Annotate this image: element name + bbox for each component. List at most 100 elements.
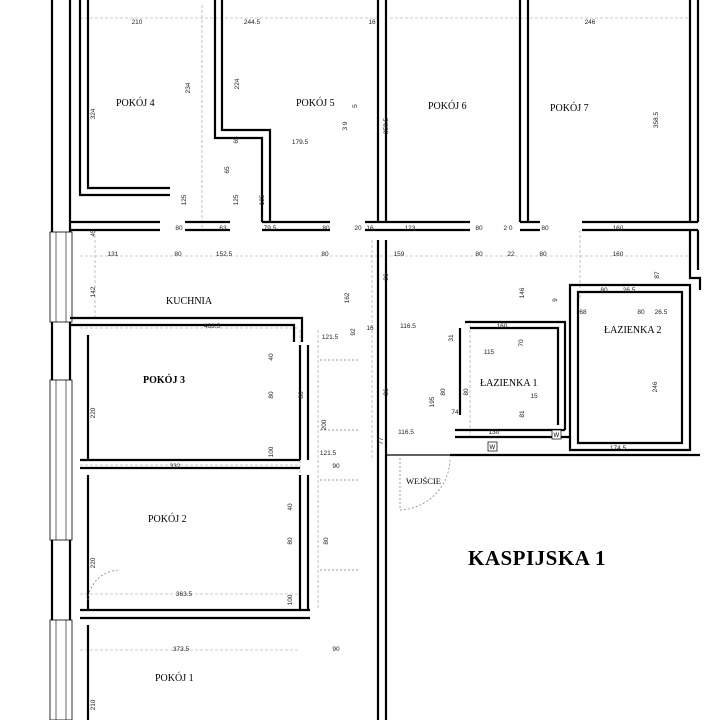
dimension-label: 220 [90,407,97,418]
dimension-label: 80 [174,251,182,258]
dimension-label: 80 [541,225,549,232]
dimension-label: 125 [259,194,266,205]
wc-mark: W [490,445,496,451]
room-label-pokoj6: POKÓJ 6 [428,100,467,112]
dimension-label: 130 [489,429,500,436]
dimension-label: 116.5 [398,429,414,436]
wc-mark: W [554,433,560,439]
dimension-label: 80 [539,251,547,258]
dimension-label: 210 [90,699,97,710]
dimension-label: 160 [613,251,624,258]
plan-title: KASPIJSKA 1 [468,546,606,570]
dimension-label: 80 [440,388,447,396]
room-label-pokoj2: POKÓJ 2 [148,513,187,525]
dimension-label: 80 [637,309,645,316]
dimension-label: 70 [518,339,525,347]
room-label-lazienka2: ŁAZIENKA 2 [604,325,662,336]
dimension-label: 80 [600,287,608,294]
walls [49,0,702,720]
dimension-label: 174.5 [610,445,627,452]
dimension-label: 80 [322,225,330,232]
dimension-label: 90 [332,463,340,470]
dimension-label: 100 [287,594,294,605]
dimension-label: 16 [368,19,376,26]
wc-marks: W W [487,429,562,452]
dimension-label: 142 [90,286,97,297]
room-label-pokoj4: POKÓJ 4 [116,97,155,109]
dimension-label: 200 [321,419,328,430]
dimension-label: 79.5 [264,225,277,232]
dimension-label: 123 [405,225,416,232]
dimension-label: 80 [463,388,470,396]
dimension-label: 2 0 [503,225,512,232]
dimension-label: 80 [287,537,294,545]
doors [87,359,451,601]
dimension-label: 244.5 [244,19,261,26]
dimension-label: 131 [108,251,119,258]
dimension-label: 63 [219,225,227,232]
dimension-label: 80 [475,225,483,232]
dimension-label: 77 [378,437,385,445]
dimension-label: 115 [484,349,495,356]
dimension-label: 87 [654,271,661,279]
dimension-label: 16 [366,325,374,332]
room-label-pokoj1: POKÓJ 1 [155,672,194,684]
dimension-label: 80 [475,251,483,258]
dimension-label: 159 [394,251,405,258]
dimension-label: 246 [585,19,596,26]
dimension-label: 324 [90,108,97,119]
dimension-label: 68 [579,309,587,316]
room-label-pokoj7: POKÓJ 7 [550,102,589,114]
room-label-lazienka1: ŁAZIENKA 1 [480,378,538,389]
dimension-label: 210 [132,19,143,26]
dimension-label: 15 [530,393,538,400]
room-label-pokoj5: POKÓJ 5 [296,97,335,109]
dimension-label: 80 [175,225,183,232]
dimension-label: 45 [90,229,97,237]
dimension-label: 116.5 [400,323,416,330]
room-label-wejscie: WEJŚCIE [406,476,441,486]
dimension-label: 195 [429,396,436,407]
dimension-label: 146 [519,287,526,298]
dimension-label: 234 [185,82,192,93]
dimension-label: 65 [233,136,240,144]
dimension-label: 125 [233,194,240,205]
dimension-label: 3 9 [342,121,349,130]
dimension-label: 26.5 [655,309,668,316]
dimension-label: 463.5 [204,323,221,330]
dimension-label: 358.5 [383,117,390,134]
dimension-label: 86 [383,273,390,281]
dimension-label: 26.5 [623,287,636,294]
dimension-label: 152.5 [216,251,233,258]
dimension-label: 5 [352,104,359,108]
dimension-label: 179.5 [292,139,309,146]
room-label-pokoj3: POKÓJ 3 [143,374,185,386]
dimension-label: 31 [448,334,455,342]
dimension-label: 224 [234,78,241,89]
dimension-label: 100 [268,446,275,457]
dimension-label: 125 [181,194,188,205]
dimension-label: 246 [652,381,659,392]
dimension-label: 373.5 [173,646,190,653]
dimension-label: 121.5 [322,334,339,341]
dimension-label: 80 [268,391,275,399]
dimension-label: 81 [519,410,526,418]
dimension-label: 332 [170,463,181,470]
dimension-label: 80 [321,251,329,258]
dimension-label: 220 [90,557,97,568]
room-label-kuchnia: KUCHNIA [166,296,213,307]
dimension-label: 16 [366,225,374,232]
dimension-label: 358.5 [653,111,660,128]
dimension-label: 9 [552,298,559,302]
dimension-label: 22 [507,251,515,258]
dimension-label: 363.5 [176,591,193,598]
dimension-label: 20 [354,225,362,232]
dimension-label: 92 [350,328,357,336]
dimension-label: 74 [451,409,459,416]
dimension-label: 65 [224,166,231,174]
dimension-label: 121.5 [320,450,337,457]
dimension-label: 80 [323,537,330,545]
dimension-label: 90 [332,646,340,653]
